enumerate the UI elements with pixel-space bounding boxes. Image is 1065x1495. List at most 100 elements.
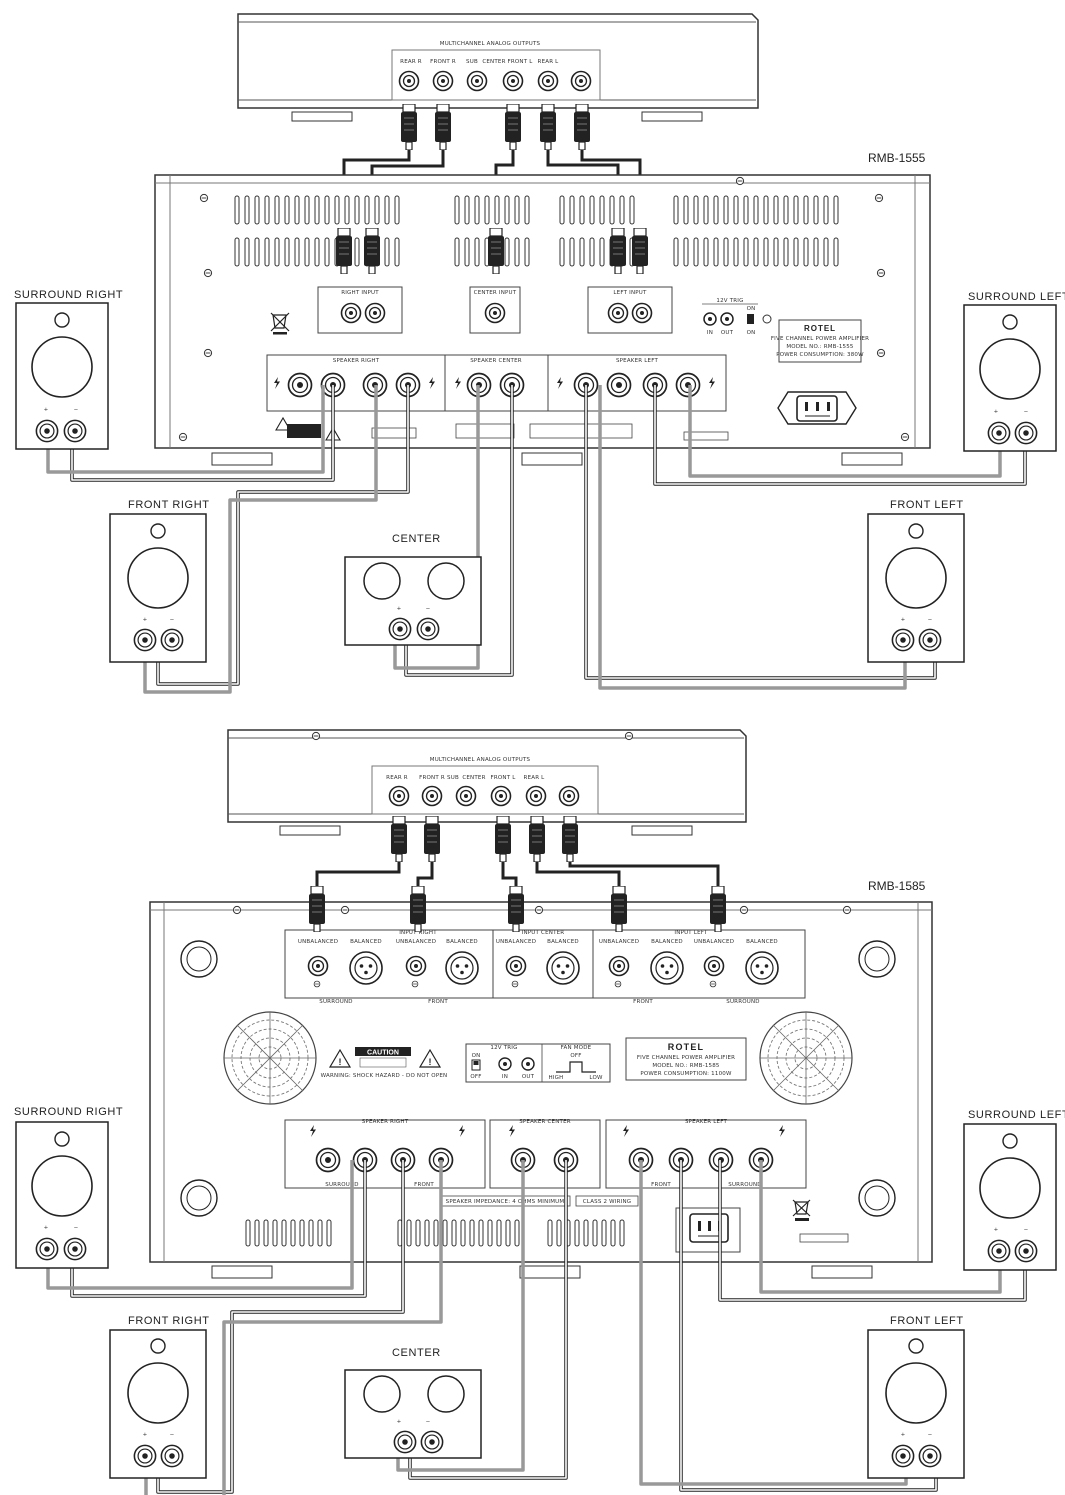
- input-rca-jack[interactable]: [307, 955, 329, 977]
- vent-slot: [454, 237, 460, 267]
- speaker-label: FRONT LEFT: [890, 1315, 964, 1327]
- speaker-surround-left: SURROUND LEFT + −: [963, 291, 1065, 452]
- vent-slot: [478, 1219, 484, 1247]
- source-rca-jack[interactable]: [398, 70, 420, 92]
- screw: [311, 731, 321, 741]
- vent-slot: [487, 1219, 493, 1247]
- speaker-terminal[interactable]: [918, 628, 942, 652]
- speaker-terminal[interactable]: [918, 1444, 942, 1468]
- input-rca-jack[interactable]: [607, 302, 629, 324]
- screw: [340, 905, 350, 915]
- source-rca-jack[interactable]: [490, 785, 512, 807]
- input-rca-jack[interactable]: [364, 302, 386, 324]
- vent-slot: [713, 195, 719, 225]
- speaker-terminal[interactable]: [987, 1239, 1011, 1263]
- input-xlr-jack[interactable]: [546, 951, 580, 985]
- input-rca-jack[interactable]: [405, 955, 427, 977]
- speaker-terminal[interactable]: [133, 1444, 157, 1468]
- input-rca-jack[interactable]: [505, 955, 527, 977]
- vent-slot: [314, 195, 320, 225]
- source-rca-jack[interactable]: [432, 70, 454, 92]
- binding-post[interactable]: [675, 372, 701, 398]
- vent-slot: [272, 1219, 278, 1247]
- vent-slot: [424, 1219, 430, 1247]
- vent-slot: [290, 1219, 296, 1247]
- input-type-label: BALANCED: [350, 939, 382, 945]
- source-processor: MULTICHANNEL ANALOG OUTPUTS REAR R FRONT…: [237, 13, 759, 122]
- input-rca-jack[interactable]: [340, 302, 362, 324]
- chassis-feet: [180, 940, 896, 1217]
- polarity-label: −: [170, 617, 175, 623]
- input-rca-jack[interactable]: [631, 302, 653, 324]
- speaker-terminal[interactable]: [133, 628, 157, 652]
- input-rca-jack[interactable]: [484, 302, 506, 324]
- speaker-terminal[interactable]: [1014, 421, 1038, 445]
- speaker-terminal[interactable]: [35, 419, 59, 443]
- input-xlr-jack[interactable]: [745, 951, 779, 985]
- speaker-terminal[interactable]: [160, 1444, 184, 1468]
- polarity-label: −: [74, 407, 79, 413]
- source-rca-jack[interactable]: [537, 70, 559, 92]
- vent-slot: [245, 1219, 251, 1247]
- screw: [178, 432, 188, 442]
- speaker-terminal[interactable]: [63, 419, 87, 443]
- ac-power-inlet: [675, 1207, 741, 1253]
- vent-slot: [579, 195, 585, 225]
- vent-slot: [813, 195, 819, 225]
- vent-slot: [244, 237, 250, 267]
- trigger-on-label: ON: [747, 306, 756, 312]
- input-xlr-jack[interactable]: [445, 951, 479, 985]
- rca-plug: [495, 816, 511, 862]
- vent-slot: [619, 1219, 625, 1247]
- vent-slot: [294, 237, 300, 267]
- speaker-terminal[interactable]: [891, 628, 915, 652]
- binding-post[interactable]: [315, 1147, 341, 1173]
- input-rca-jack[interactable]: [703, 955, 725, 977]
- plate-line: POWER CONSUMPTION: 380W: [776, 352, 864, 358]
- source-rca-jack[interactable]: [388, 785, 410, 807]
- vent-slot: [753, 195, 759, 225]
- speaker-terminal[interactable]: [891, 1444, 915, 1468]
- rca-plug: [401, 104, 417, 150]
- source-rca-jack[interactable]: [455, 785, 477, 807]
- trigger-off-label: OFF: [470, 1074, 481, 1080]
- screw: [876, 348, 886, 358]
- vent-slot: [281, 1219, 287, 1247]
- speaker-terminal[interactable]: [1014, 1239, 1038, 1263]
- binding-post[interactable]: [287, 372, 313, 398]
- source-rca-jack[interactable]: [466, 70, 488, 92]
- speaker-terminal[interactable]: [416, 617, 440, 641]
- rca-cables: [315, 862, 720, 890]
- speaker-terminal[interactable]: [388, 617, 412, 641]
- speaker-terminal[interactable]: [393, 1430, 417, 1454]
- input-type-label: BALANCED: [547, 939, 579, 945]
- speaker-terminal[interactable]: [420, 1430, 444, 1454]
- trigger-out-label: OUT: [721, 330, 734, 336]
- speaker-terminal[interactable]: [63, 1237, 87, 1261]
- speaker-terminal[interactable]: [35, 1237, 59, 1261]
- source-rca-jack[interactable]: [558, 785, 580, 807]
- vent-slot: [234, 195, 240, 225]
- vent-slot: [264, 195, 270, 225]
- vent-slot: [793, 195, 799, 225]
- vent-slot: [364, 195, 370, 225]
- vent-slot: [574, 1219, 580, 1247]
- fan-high-label: HIGH: [549, 1075, 564, 1081]
- source-rca-jack[interactable]: [421, 785, 443, 807]
- speaker-label: FRONT RIGHT: [128, 499, 210, 511]
- vent-slot: [599, 195, 605, 225]
- input-rca-jack[interactable]: [608, 955, 630, 977]
- brand-logo: ROTEL: [804, 324, 836, 333]
- input-xlr-jack[interactable]: [349, 951, 383, 985]
- speaker-terminal[interactable]: [987, 421, 1011, 445]
- speaker-terminal[interactable]: [160, 628, 184, 652]
- source-rca-jack[interactable]: [502, 70, 524, 92]
- binding-post[interactable]: [606, 372, 632, 398]
- source-rca-jack[interactable]: [570, 70, 592, 92]
- vent-slot: [823, 195, 829, 225]
- polarity-label: +: [44, 407, 49, 413]
- source-rca-jack[interactable]: [525, 785, 547, 807]
- input-xlr-jack[interactable]: [650, 951, 684, 985]
- vent-slot: [803, 195, 809, 225]
- screw: [313, 980, 321, 988]
